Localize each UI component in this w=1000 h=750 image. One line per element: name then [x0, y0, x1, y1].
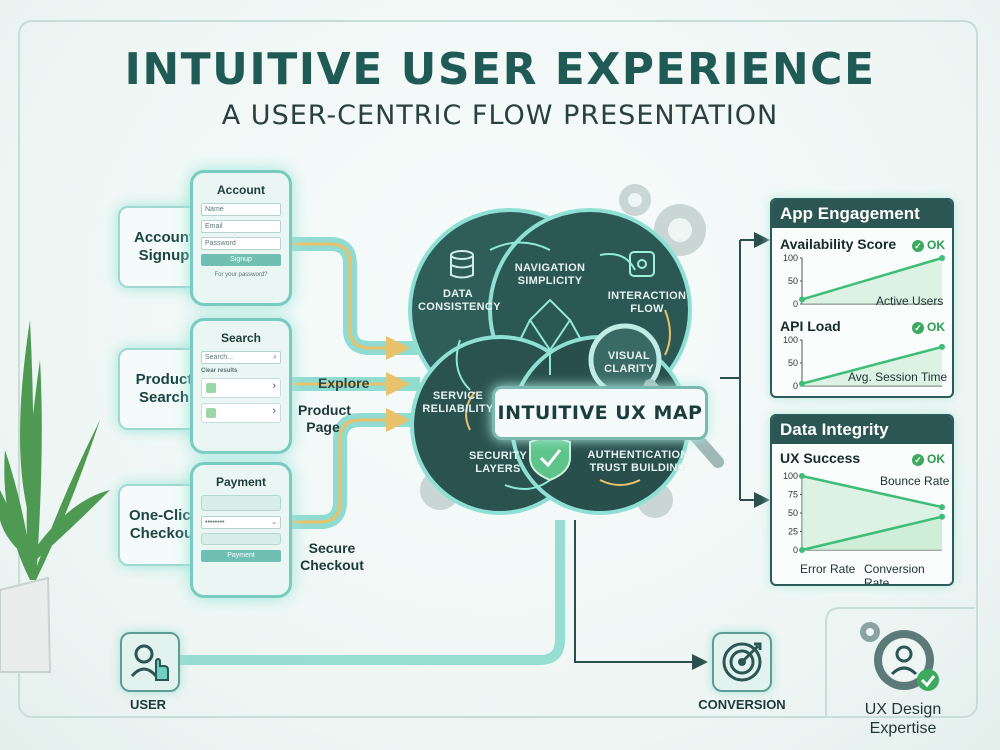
series-line — [801, 256, 943, 301]
y-tick-label: 100 — [783, 471, 798, 481]
series-line — [801, 474, 943, 509]
data-point — [939, 513, 945, 520]
phone-payment-title: Payment — [215, 475, 267, 489]
app-engagement-panel: App Engagement Availability Score OK 0 50… — [770, 198, 954, 398]
y-tick-label: 25 — [788, 527, 798, 537]
data-integrity-panel: Data Integrity UX Success OK 0255075100 … — [770, 414, 954, 586]
phone-search-title: Search — [220, 331, 262, 345]
data-point — [939, 255, 945, 261]
y-tick-label: 50 — [788, 276, 798, 286]
chart-active-users: 0 50 100 — [783, 253, 945, 309]
y-tick-label: 100 — [783, 253, 798, 263]
data-point — [939, 343, 945, 350]
segment-navigation-simplicity[interactable]: NAVIGATION SIMPLICITY — [514, 262, 586, 287]
frame-divider — [825, 607, 975, 718]
data-point — [799, 473, 805, 479]
email-field[interactable]: Email — [201, 220, 281, 233]
network-icon — [519, 298, 581, 375]
ux-success-status-badge: OK — [912, 452, 945, 466]
phone-account: Account Name Email Password Signup For y… — [190, 170, 292, 306]
chevron-down-icon: ⌄ — [271, 519, 277, 526]
segment-visual-clarity[interactable]: VISUAL CLARITY — [604, 350, 654, 375]
api-load-label: API Load — [780, 318, 841, 334]
payment-button[interactable]: Payment — [201, 550, 281, 562]
explore-label: Explore — [318, 375, 370, 391]
user-click-icon — [130, 644, 169, 681]
segment-service-reliability[interactable]: SERVICE RELIABILITY — [422, 390, 494, 415]
search-placeholder: Search... — [205, 354, 234, 361]
database-icon — [450, 250, 474, 279]
ux-map-label[interactable]: INTUITIVE UX MAP — [492, 386, 708, 440]
phone-payment: Payment •••••••• ⌄ Payment — [190, 462, 292, 598]
y-tick-label: 0 — [793, 381, 798, 391]
conversion-label: CONVERSION — [698, 697, 786, 712]
data-point — [799, 296, 805, 303]
expertise-gear-icon — [860, 622, 939, 691]
list-item[interactable] — [201, 403, 281, 423]
page-title: INTUITIVE USER EXPERIENCE — [124, 44, 876, 95]
phone-search: Search Search... ⌕ Clear results — [190, 318, 292, 454]
bounce-rate-label: Bounce Rate — [880, 474, 950, 488]
y-tick-label: 0 — [793, 545, 798, 555]
segment-security-layers[interactable]: SECURITY LAYERS — [468, 450, 528, 475]
name-field[interactable]: Name — [201, 203, 281, 216]
data-point — [939, 504, 945, 511]
product-page-label: Product Page — [298, 402, 351, 435]
phone-account-title: Account — [217, 183, 265, 197]
y-tick-label: 0 — [793, 299, 798, 309]
chart-session-time: 0 50 100 — [783, 335, 945, 391]
data-point — [799, 380, 805, 387]
list-item[interactable] — [201, 378, 281, 398]
y-tick-label: 100 — [783, 335, 798, 345]
forgot-password-link[interactable]: For your password? — [214, 272, 268, 278]
flow-bracket-right — [720, 239, 760, 501]
availability-score-label: Availability Score — [780, 236, 897, 252]
ux-map-diagram — [408, 184, 724, 518]
signup-button[interactable]: Signup — [201, 254, 281, 266]
secure-checkout-label: Secure Checkout — [300, 540, 364, 573]
segment-authentication-trust[interactable]: AUTHENTICATION TRUST BUILDING — [587, 449, 689, 474]
data-point — [799, 547, 805, 553]
app-engagement-header: App Engagement — [772, 200, 952, 228]
chart-ux-success: 0 25 50 75 100 — [783, 471, 945, 555]
y-tick-label: 50 — [788, 358, 798, 368]
pin-dots: •••••••• — [205, 519, 225, 526]
flow-arrow-checkout — [292, 408, 410, 524]
flow-arrow-account — [292, 242, 410, 360]
interaction-icon — [629, 251, 655, 277]
api-load-status-badge: OK — [912, 320, 945, 334]
search-field[interactable]: Search... ⌕ — [201, 351, 281, 364]
plant-decoration — [0, 320, 110, 673]
session-time-label: Avg. Session Time — [848, 370, 948, 384]
target-icon — [722, 642, 762, 682]
card-pin-field[interactable]: •••••••• ⌄ — [201, 516, 281, 529]
y-tick-label: 75 — [788, 490, 798, 500]
expertise-label: UX Design Expertise — [864, 701, 942, 737]
segment-data-consistency[interactable]: DATA CONSISTENCY — [418, 288, 501, 313]
toggle-row[interactable] — [201, 533, 281, 545]
page-subtitle: A USER-CENTRIC FLOW PRESENTATION — [221, 100, 779, 131]
series-line — [801, 345, 943, 385]
clear-results-link[interactable]: Clear results — [201, 368, 238, 374]
user-icon-box[interactable] — [120, 632, 180, 692]
flow-pipe-user — [178, 520, 565, 665]
active-users-label: Active Users — [876, 294, 944, 308]
data-integrity-header: Data Integrity — [772, 416, 952, 444]
user-label: USER — [129, 697, 167, 712]
y-tick-label: 50 — [788, 508, 798, 518]
availability-status-badge: OK — [912, 238, 945, 252]
ux-success-label: UX Success — [780, 450, 861, 466]
password-field[interactable]: Password — [201, 237, 281, 250]
card-field[interactable] — [201, 495, 281, 511]
shield-icon — [529, 433, 571, 482]
conversion-icon-box[interactable] — [712, 632, 772, 692]
conversion-rate-label: Conversion Rate — [864, 562, 925, 586]
flow-arrow-conversion — [574, 520, 708, 670]
search-icon: ⌕ — [273, 354, 277, 361]
segment-interaction-flow[interactable]: INTERACTION FLOW — [607, 290, 687, 315]
series-line — [801, 515, 943, 552]
error-rate-label: Error Rate — [800, 562, 856, 576]
